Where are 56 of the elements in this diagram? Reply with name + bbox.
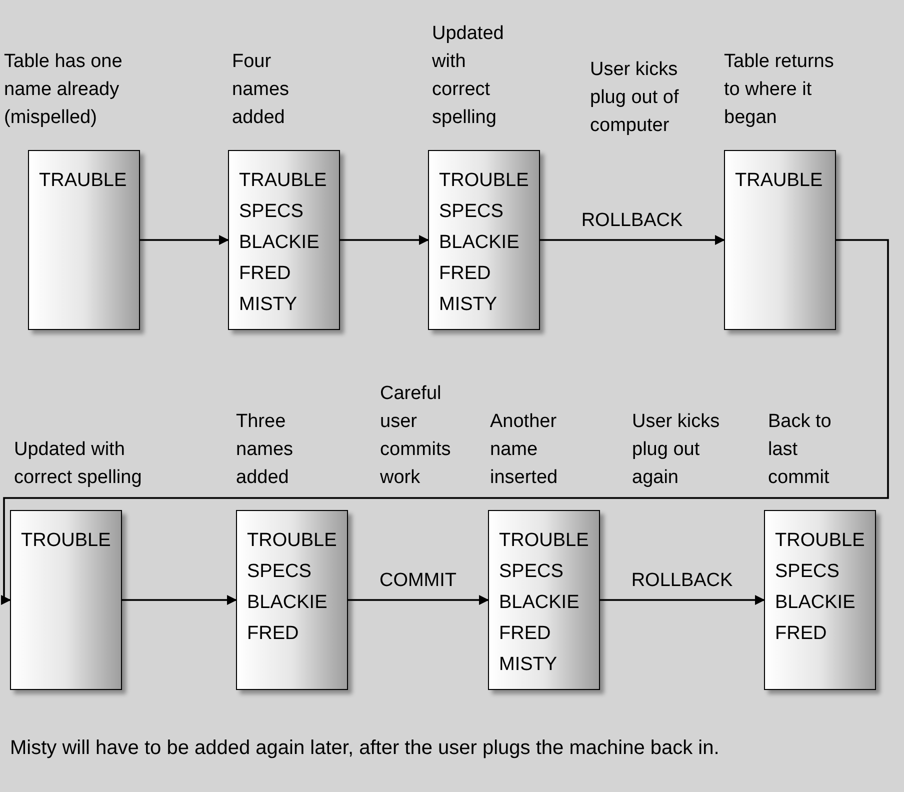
table-box <box>724 150 836 330</box>
name-entry: SPECS <box>439 200 504 224</box>
name-entry: FRED <box>247 622 299 646</box>
event-note: Careful user commits work <box>380 382 452 490</box>
caption-text: Table has one name already (mispelled) <box>4 50 124 130</box>
name-entry: TROUBLE <box>247 529 337 553</box>
table-box <box>28 150 140 330</box>
table-box <box>428 150 540 330</box>
name-entry: BLACKIE <box>439 231 520 255</box>
caption: Misty will have to be added again later, after the user plugs the machine back in. <box>10 736 720 761</box>
name-entry: SPECS <box>239 200 304 224</box>
edge-label: ROLLBACK <box>630 569 734 593</box>
event-note: User kicks plug out of computer <box>590 58 680 138</box>
name-entry: TROUBLE <box>21 529 111 553</box>
name-entry: TROUBLE <box>499 529 589 553</box>
arrow <box>600 595 765 605</box>
table-box <box>10 510 122 690</box>
name-entry: TROUBLE <box>775 529 865 553</box>
table-box <box>488 510 600 690</box>
name-entry: SPECS <box>775 560 840 584</box>
caption-text: Back to last commit <box>768 410 832 490</box>
name-entry: FRED <box>239 262 291 286</box>
arrow <box>1 239 889 605</box>
arrow <box>140 235 229 245</box>
name-entry: TROUBLE <box>439 169 529 193</box>
edge-label: ROLLBACK <box>580 209 684 233</box>
name-entry: BLACKIE <box>247 591 328 615</box>
arrow <box>340 235 429 245</box>
arrow <box>540 235 725 245</box>
name-entry: FRED <box>439 262 491 286</box>
event-note: User kicks plug out again <box>632 410 721 490</box>
name-entry: MISTY <box>439 293 498 317</box>
name-entry: MISTY <box>499 653 558 677</box>
name-entry: FRED <box>775 622 827 646</box>
arrow <box>122 595 237 605</box>
caption-text: Three names added <box>236 410 294 490</box>
name-entry: BLACKIE <box>239 231 320 255</box>
caption-text: Updated with correct spelling <box>432 22 505 130</box>
name-entry: TRAUBLE <box>39 169 127 193</box>
name-entry: BLACKIE <box>499 591 580 615</box>
name-entry: SPECS <box>247 560 312 584</box>
name-entry: BLACKIE <box>775 591 856 615</box>
caption-text: Table returns to where it began <box>724 50 835 130</box>
name-entry: TRAUBLE <box>239 169 327 193</box>
arrow <box>348 595 489 605</box>
name-entry: FRED <box>499 622 551 646</box>
caption-text: Four names added <box>232 50 290 130</box>
caption-text: Updated with correct spelling <box>14 438 143 490</box>
table-box <box>236 510 348 690</box>
name-entry: TRAUBLE <box>735 169 823 193</box>
name-entry: MISTY <box>239 293 298 317</box>
caption-text: Another name inserted <box>490 410 559 490</box>
edge-label: COMMIT <box>378 569 458 593</box>
name-entry: SPECS <box>499 560 564 584</box>
table-box <box>764 510 876 690</box>
table-box <box>228 150 340 330</box>
